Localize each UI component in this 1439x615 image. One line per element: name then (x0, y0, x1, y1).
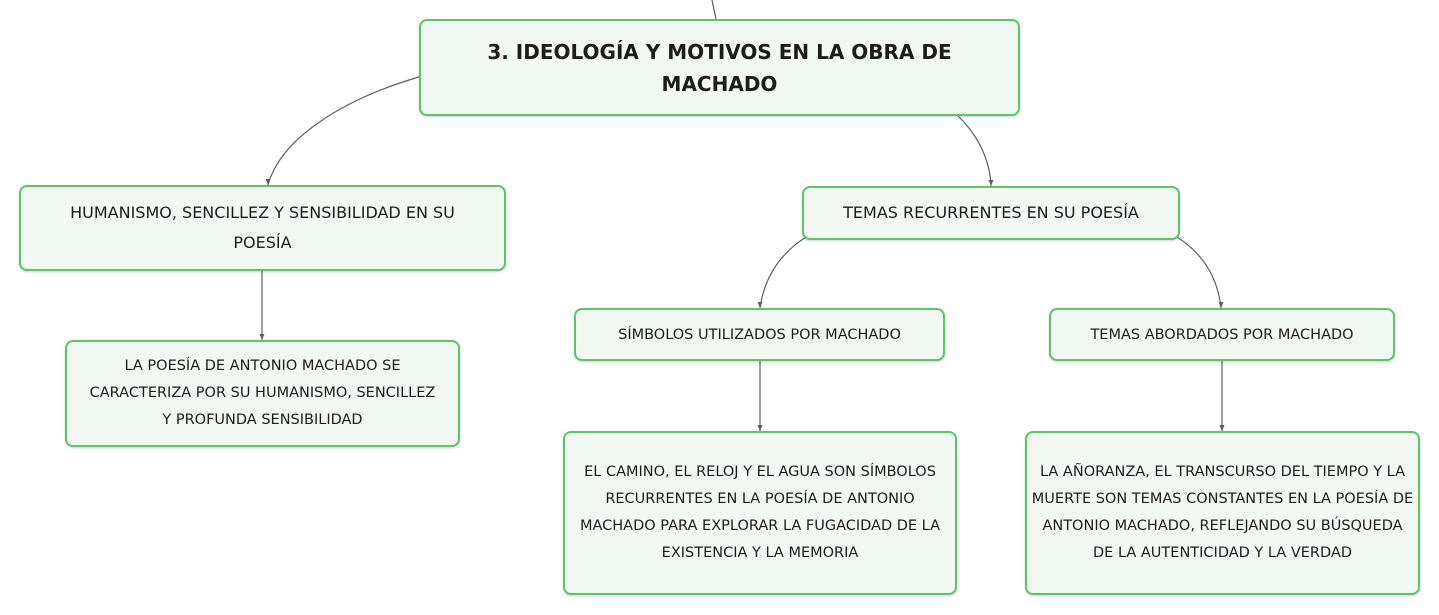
root-node-title: 3. IDEOLOGÍA Y MOTIVOS EN LA OBRA DE MAC… (487, 39, 952, 96)
node-humanismo[interactable]: HUMANISMO, SENCILLEZ Y SENSIBILIDAD EN S… (19, 185, 506, 271)
root-node[interactable]: 3. IDEOLOGÍA Y MOTIVOS EN LA OBRA DE MAC… (419, 19, 1020, 116)
node-simbolos-label: SÍMBOLOS UTILIZADOS POR MACHADO (618, 326, 901, 343)
arrow-tip-humanismo (259, 334, 265, 340)
arrow-tip-simbolos-top (757, 302, 763, 308)
node-temas-recurrentes[interactable]: TEMAS RECURRENTES EN SU POESÍA (802, 186, 1180, 240)
arrow-tip-abordados-top (1218, 302, 1224, 308)
connector-parent-to-root (711, 0, 717, 20)
arrow-tip-humanismo-top (265, 179, 271, 185)
node-temas-abordados[interactable]: TEMAS ABORDADOS POR MACHADO (1049, 308, 1395, 361)
node-temas-abordados-detail-text: LA AÑORANZA, EL TRANSCURSO DEL TIEMPO Y … (1031, 464, 1414, 561)
node-humanismo-label: HUMANISMO, SENCILLEZ Y SENSIBILIDAD EN S… (70, 203, 455, 252)
node-temas-abordados-detail[interactable]: LA AÑORANZA, EL TRANSCURSO DEL TIEMPO Y … (1025, 431, 1420, 595)
connector-temas-to-abordados (1176, 236, 1222, 309)
connector-temas-to-simbolos (759, 236, 807, 309)
arrow-tip-simbolos (757, 425, 763, 431)
node-simbolos[interactable]: SÍMBOLOS UTILIZADOS POR MACHADO (574, 308, 945, 361)
node-simbolos-detail[interactable]: EL CAMINO, EL RELOJ Y EL AGUA SON SÍMBOL… (563, 431, 957, 595)
connector-root-to-temas-recurrentes (957, 115, 992, 187)
node-temas-abordados-label: TEMAS ABORDADOS POR MACHADO (1090, 326, 1354, 343)
connector-root-to-humanismo (267, 76, 420, 186)
arrow-tip-temas-recurrentes (988, 180, 994, 186)
node-temas-recurrentes-label: TEMAS RECURRENTES EN SU POESÍA (843, 203, 1139, 222)
node-humanismo-detail-text: LA POESÍA DE ANTONIO MACHADO SE CARACTER… (89, 358, 436, 428)
node-humanismo-detail[interactable]: LA POESÍA DE ANTONIO MACHADO SE CARACTER… (65, 340, 460, 447)
arrow-tip-abordados (1219, 425, 1225, 431)
node-simbolos-detail-text: EL CAMINO, EL RELOJ Y EL AGUA SON SÍMBOL… (579, 464, 941, 561)
